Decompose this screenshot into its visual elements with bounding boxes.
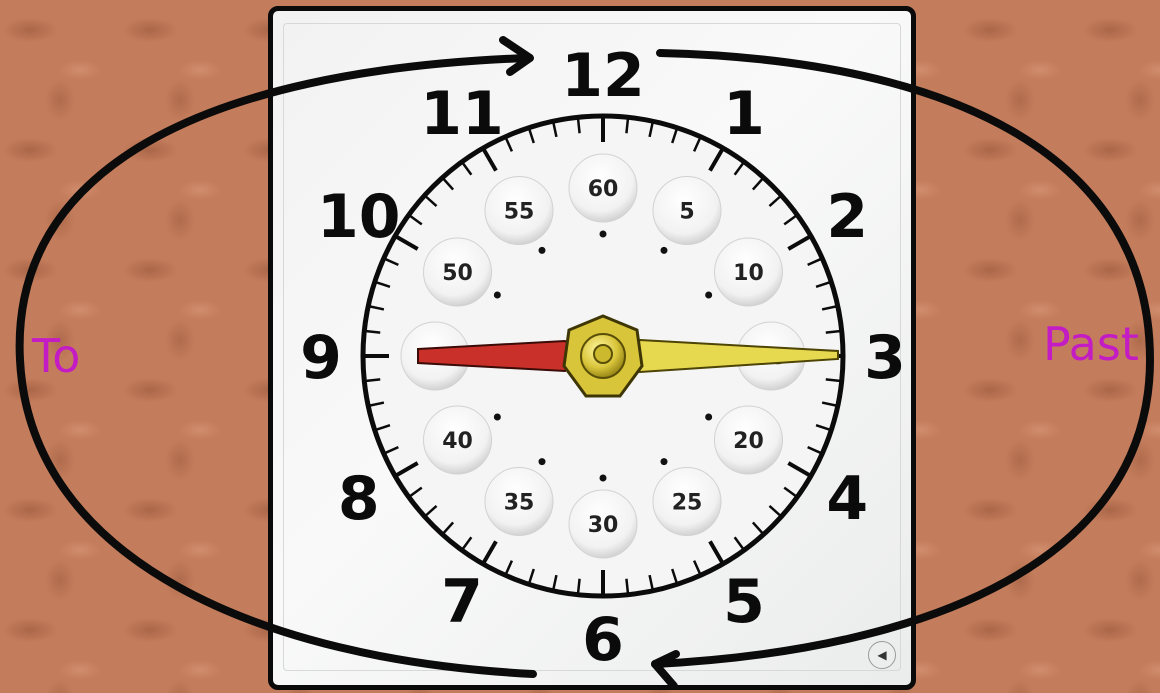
minute-bubble: 55 [485, 177, 553, 245]
minute-bubble-label: 25 [672, 490, 703, 515]
minute-bubble-label: 60 [588, 177, 619, 202]
minute-bubble: 5 [653, 177, 721, 245]
minute-bubble-label: 10 [733, 261, 764, 286]
hour-number: 8 [338, 464, 380, 534]
speaker-button[interactable]: ◀ [868, 641, 896, 669]
minute-bubble-label: 30 [588, 513, 619, 538]
tick-mark [578, 119, 579, 133]
dot-marker [494, 292, 501, 299]
past-arrowhead [655, 654, 676, 686]
dot-marker [494, 414, 501, 421]
dot-marker [600, 231, 607, 238]
tick-mark [626, 119, 627, 133]
hour-number: 1 [723, 79, 765, 149]
speaker-icon: ◀ [877, 648, 886, 662]
hour-number: 11 [420, 79, 504, 149]
dot-marker [705, 292, 712, 299]
minute-bubble: 60 [569, 154, 637, 222]
tick-mark [366, 331, 380, 332]
minute-bubble-label: 55 [504, 200, 535, 225]
dot-marker [539, 247, 546, 254]
past-label: Past [1043, 317, 1139, 371]
hour-number: 10 [317, 182, 401, 252]
tick-mark [826, 331, 840, 332]
hour-number: 2 [826, 182, 868, 252]
minute-bubble: 30 [569, 490, 637, 558]
minute-bubble: 40 [424, 406, 492, 474]
minute-bubble: 20 [714, 406, 782, 474]
minute-bubble: 35 [485, 467, 553, 535]
hour-number: 12 [561, 41, 645, 111]
minute-bubble-label: 50 [442, 261, 473, 286]
dot-marker [661, 247, 668, 254]
hour-number: 4 [826, 464, 868, 534]
tick-mark [826, 379, 840, 380]
center-hub-nut [594, 345, 612, 363]
to-label: To [32, 329, 80, 383]
hour-number: 5 [723, 567, 765, 637]
hour-number: 3 [864, 323, 906, 393]
hour-number: 7 [441, 567, 483, 637]
minute-bubble-label: 20 [733, 429, 764, 454]
hour-number: 9 [300, 323, 342, 393]
dot-marker [539, 458, 546, 465]
hour-number: 6 [582, 605, 624, 675]
dot-marker [600, 475, 607, 482]
dot-marker [705, 414, 712, 421]
minute-bubble-label: 40 [442, 429, 473, 454]
minute-bubble: 10 [714, 238, 782, 306]
tick-mark [626, 579, 627, 593]
tick-mark [578, 579, 579, 593]
minute-bubble: 50 [424, 238, 492, 306]
minute-bubble-label: 5 [679, 200, 694, 225]
tick-mark [366, 379, 380, 380]
minute-bubble: 25 [653, 467, 721, 535]
dot-marker [661, 458, 668, 465]
minute-bubble-label: 35 [504, 490, 535, 515]
